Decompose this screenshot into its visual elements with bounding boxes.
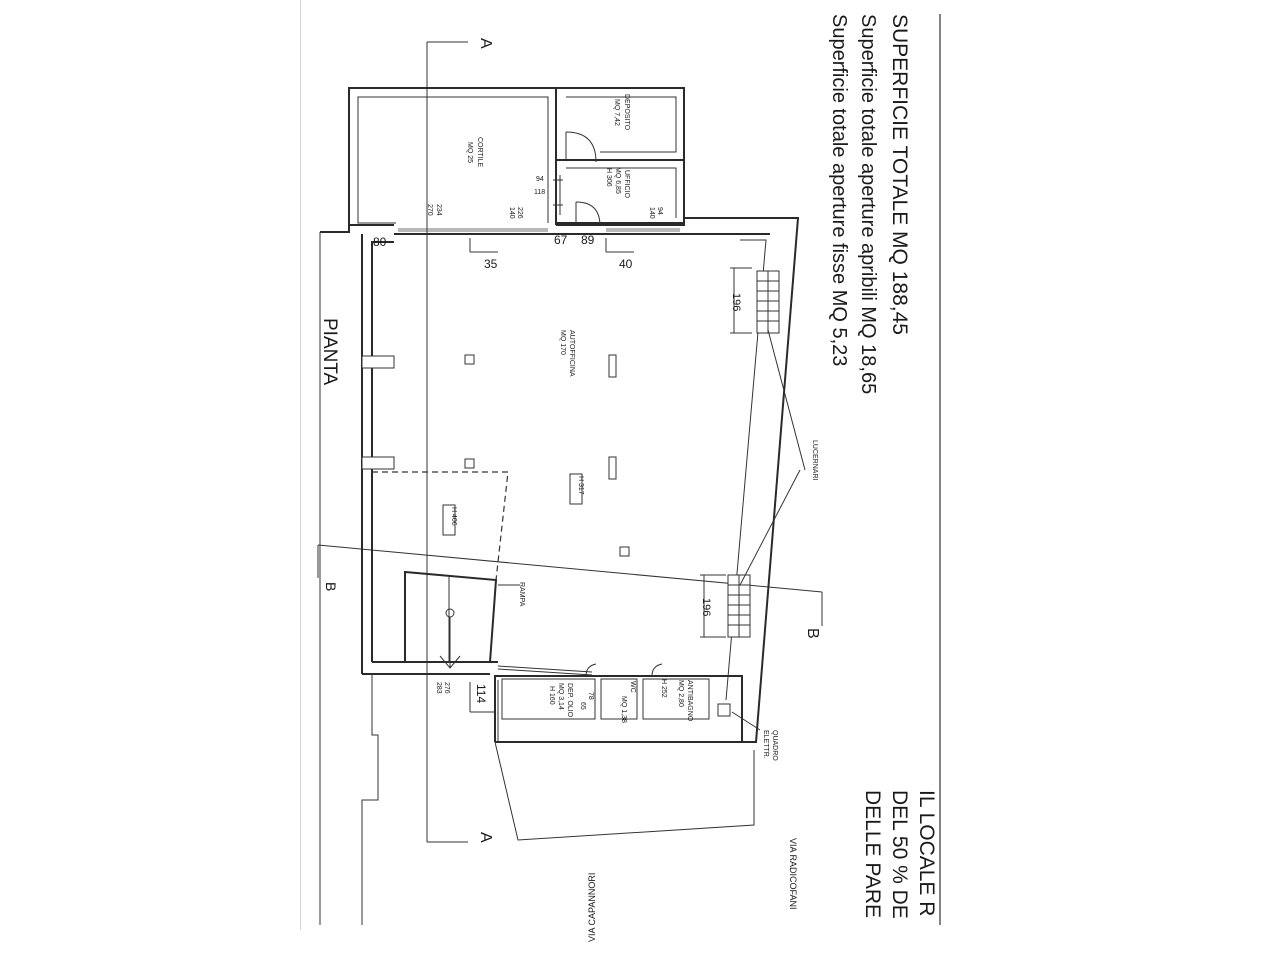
- dim-89: 89: [581, 233, 595, 247]
- ufficio-name: UFFICIO: [623, 170, 630, 199]
- note-line-2: DEL 50 % DE: [888, 790, 911, 919]
- dim-283: 283: [435, 682, 442, 694]
- interior-pillars: [464, 354, 630, 557]
- dim-65: 65: [579, 702, 586, 710]
- dim-196-top-text: 196: [730, 293, 742, 311]
- section-b-label-cut: B: [323, 582, 339, 591]
- service-rooms: [494, 663, 743, 742]
- fixed-area-text: Superficie totale aperture fisse MQ 5,23: [828, 14, 850, 366]
- ramp-height: H 406: [450, 507, 457, 526]
- dim-140-b: 140: [648, 207, 655, 219]
- quadro-label: QUADRO: [771, 730, 778, 761]
- dim-234: 234: [435, 204, 442, 216]
- autofficina-area: MQ 170: [559, 330, 566, 355]
- dep-olio-area: MQ 3,14: [557, 683, 564, 710]
- wc-name: WC: [629, 681, 636, 693]
- deposito-room: DEPOSITO MQ 7,42: [555, 87, 685, 224]
- note-line-3: DELLE PARE: [861, 790, 884, 918]
- dim-94-b: 94: [656, 207, 663, 215]
- autofficina-name: AUTOFFICINA: [568, 330, 575, 377]
- dim-196-bottom-text: 196: [700, 598, 712, 616]
- via-radicofani-label: VIA RADICOFANI: [788, 838, 798, 910]
- deposito-area: MQ 7,42: [613, 99, 620, 126]
- antibagno-height: H 252: [660, 679, 667, 698]
- ramp-zone: H 406 RAMPA: [372, 471, 525, 669]
- section-line-a: A A: [426, 38, 494, 843]
- dim-114: 114: [474, 684, 488, 703]
- autofficina-height: H 317: [577, 476, 584, 495]
- dim-226: 226: [516, 207, 523, 219]
- dim-196-bottom: 196: [700, 574, 726, 638]
- lucernari-label: LUCERNARI: [811, 440, 818, 481]
- antibagno-area: MQ 2,80: [677, 680, 684, 707]
- autofficina-walls: [320, 175, 800, 743]
- cortile-room: CORTILE MQ 25: [348, 87, 557, 226]
- dep-olio-height: H 160: [548, 686, 555, 705]
- dim-78: 78: [587, 692, 594, 700]
- ufficio-area: MQ 6,85: [614, 167, 621, 194]
- dim-67: 67: [554, 233, 568, 247]
- cortile-area: MQ 25: [466, 142, 473, 163]
- section-a-label-bottom: A: [477, 832, 494, 843]
- via-capannori-label: VIA CAPANNORI: [587, 873, 597, 942]
- wc-area: MQ 1,38: [620, 696, 627, 723]
- total-area-text: SUPERFICIE TOTALE MQ 188,45: [888, 14, 911, 335]
- paper-edge: [300, 0, 301, 930]
- section-b-label: B: [804, 628, 821, 639]
- dim-196-top: 196: [730, 267, 752, 334]
- openable-area-text: Superficie totale aperture apribili MQ 1…: [857, 14, 879, 394]
- antibagno-name: ANTIBAGNO: [686, 680, 693, 722]
- ufficio-height: H 306: [605, 168, 612, 187]
- dim-140-a: 140: [508, 207, 515, 219]
- skylight-bottom: [727, 574, 751, 638]
- dim-276: 276: [443, 682, 450, 694]
- dim-80: 80: [373, 235, 387, 249]
- ufficio-room: UFFICIO MQ 6,85 H 306: [566, 167, 677, 227]
- note-line-1: IL LOCALE R: [915, 790, 938, 916]
- cortile-name: CORTILE: [476, 137, 483, 168]
- dim-270: 270: [426, 204, 433, 216]
- rampa-label: RAMPA: [518, 582, 525, 607]
- drawing-title: PIANTA: [319, 318, 340, 386]
- bottom-dimensions: 276 283 114: [435, 682, 496, 713]
- dim-118: 118: [534, 189, 545, 196]
- deposito-name: DEPOSITO: [623, 94, 630, 131]
- section-a-label-top: A: [477, 38, 494, 49]
- top-dimensions: 80 35 67 89 40 270 234 226 140 94 118 14…: [373, 176, 663, 271]
- street-outline: [319, 232, 755, 925]
- elettr-label: ELETTR.: [762, 730, 769, 759]
- dim-40: 40: [619, 257, 633, 271]
- lucernari-leaders: LUCERNARI: [739, 329, 818, 586]
- dep-olio-name: DEP. OLIO: [566, 683, 573, 718]
- dim-35: 35: [484, 257, 498, 271]
- dim-94-a: 94: [536, 176, 544, 183]
- skylight-top: [756, 270, 780, 334]
